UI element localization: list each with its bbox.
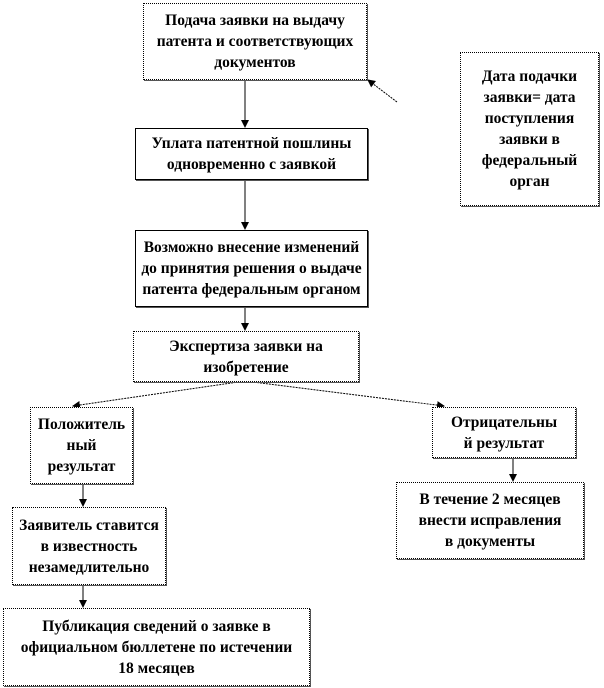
arrow-examination-to-positive <box>72 380 246 409</box>
node-filing-label: Подача заявки на выдачу патента и соотве… <box>156 12 354 71</box>
arrow-examination-to-negative <box>244 380 445 410</box>
node-positive-label: Положитель ный результат <box>37 416 126 475</box>
node-examination-label: Экспертиза заявки на изобретение <box>169 337 323 376</box>
node-corrections-label: В течение 2 месяцев внести исправления в… <box>418 491 562 550</box>
node-notified-label: Заявитель ставится в известность незамед… <box>19 516 159 576</box>
node-filing: Подача заявки на выдачу патента и соотве… <box>143 3 367 80</box>
node-notified: Заявитель ставится в известность незамед… <box>12 507 166 585</box>
node-fee: Уплата патентной пошлины одновременно с … <box>135 128 368 180</box>
node-changes-label: Возможно внесение изменений до принятия … <box>141 239 362 298</box>
node-filing-date: Дата подачки заявки= дата поступления за… <box>460 52 599 206</box>
arrow-date-to-filing <box>367 79 398 103</box>
node-fee-label: Уплата патентной пошлины одновременно с … <box>151 135 352 173</box>
node-publication: Публикация сведений о заявке в официальн… <box>3 608 310 686</box>
node-negative-label: Отрицательны й результат <box>450 413 558 452</box>
node-publication-label: Публикация сведений о заявке в официальн… <box>20 617 293 677</box>
node-examination: Экспертиза заявки на изобретение <box>133 331 359 382</box>
node-negative: Отрицательны й результат <box>432 407 576 458</box>
node-filing-date-label: Дата подачки заявки= дата поступления за… <box>481 68 578 190</box>
node-positive: Положитель ный результат <box>30 407 133 484</box>
node-corrections: В течение 2 месяцев внести исправления в… <box>396 482 584 559</box>
node-changes: Возможно внесение изменений до принятия … <box>135 230 368 307</box>
